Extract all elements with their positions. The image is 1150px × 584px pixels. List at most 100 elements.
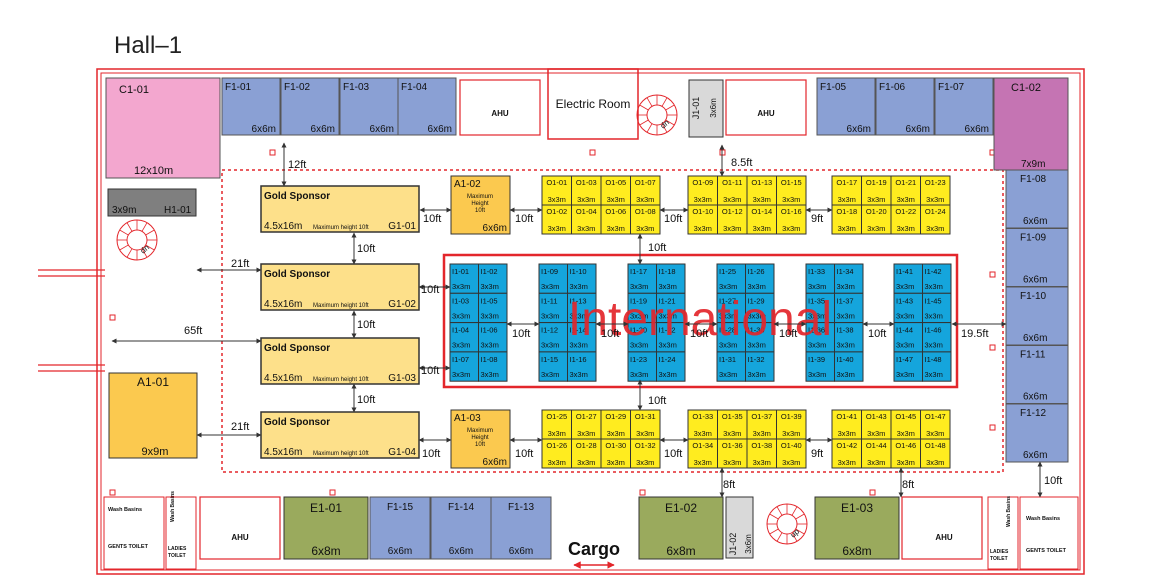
booth-size: 3x3m — [897, 195, 915, 204]
booth-size: 6x6m — [965, 124, 989, 135]
gold-sponsor-title: Gold Sponsor — [264, 417, 330, 428]
column-marker — [329, 489, 336, 496]
stair-tread — [646, 97, 653, 107]
stair-label: dn — [139, 243, 152, 256]
gold-id: G1-02 — [388, 299, 416, 310]
stair-tread — [119, 244, 129, 251]
electric-room — [547, 68, 639, 140]
booth-f1-15 — [369, 496, 431, 560]
booth-label: O1-40 — [781, 441, 802, 450]
booth-label: I1-03 — [452, 296, 469, 305]
booth-size: 3x3m — [577, 458, 595, 467]
booth-size: 3x3m — [896, 341, 914, 350]
booth-o — [717, 204, 748, 235]
booth-size: 3x3m — [925, 341, 943, 350]
booth-label: I1-30 — [748, 326, 765, 335]
gents-toilet-label: GENTS TOILET — [108, 544, 149, 550]
booth-size: 3x3m — [723, 429, 741, 438]
booth-label: I1-21 — [659, 296, 676, 305]
booth-o — [687, 438, 718, 469]
booth-label: I1-48 — [925, 355, 942, 364]
booth-size: 3x3m — [452, 311, 470, 320]
booth-i — [834, 322, 864, 353]
booth-f1-02 — [280, 77, 340, 136]
booth-f1-14 — [430, 496, 492, 560]
booth-size: 9x9m — [142, 446, 169, 458]
booth-size: 3x3m — [607, 458, 625, 467]
booth-label: I1-08 — [481, 355, 498, 364]
booth-size: 6x8m — [842, 544, 871, 558]
booth-size: 3x3m — [577, 224, 595, 233]
booth-label: O1-25 — [546, 412, 567, 421]
column-marker — [989, 424, 996, 431]
booth-label: O1-23 — [925, 178, 946, 187]
booth-o — [687, 204, 718, 235]
booth-o — [920, 438, 951, 469]
booth-f1-11 — [1005, 345, 1069, 404]
booth-label: O1-18 — [836, 207, 857, 216]
booth-i — [656, 322, 686, 353]
booth-i — [449, 263, 479, 294]
booth-size: 3x3m — [925, 370, 943, 379]
booth-size: 3x3m — [838, 458, 856, 467]
ladies-toilet-label: TOILET — [990, 556, 1008, 562]
booth-label: F1-10 — [1020, 291, 1047, 302]
booth-label: I1-29 — [748, 296, 765, 305]
booth-i — [745, 263, 775, 294]
gents-toilet-block — [1019, 496, 1079, 570]
booth-size: 3x3m — [694, 195, 712, 204]
wash-basins-label: Wash Basins — [1026, 516, 1060, 522]
booth-size: 3x3m — [838, 195, 856, 204]
booth-label: O1-43 — [866, 412, 887, 421]
booth-o — [890, 438, 921, 469]
booth-label: I1-45 — [925, 296, 942, 305]
booth-size: 3x3m — [838, 429, 856, 438]
booth-i — [745, 351, 775, 382]
booth-label: A1-03 — [454, 413, 481, 424]
booth-label: O1-35 — [722, 412, 743, 421]
dim-label: 10ft — [357, 243, 375, 255]
gold-sponsor-title: Gold Sponsor — [264, 343, 330, 354]
booth-o — [600, 438, 631, 469]
booth-size: 6x8m — [311, 544, 340, 558]
booth-label: I1-31 — [719, 355, 736, 364]
hall-title: Hall–1 — [114, 32, 183, 59]
booth-label: I1-09 — [541, 267, 558, 276]
gold-note: Maximum height 10ft — [313, 303, 369, 309]
dim-label: 10ft — [868, 328, 886, 340]
booth-label: I1-28 — [719, 326, 736, 335]
booth-size: 3x3m — [897, 224, 915, 233]
booth-size: 3x3m — [636, 429, 654, 438]
booth-label: O1-02 — [546, 207, 567, 216]
booth-label: I1-36 — [808, 326, 825, 335]
column-marker — [869, 489, 876, 496]
booth-size: 3x3m — [723, 458, 741, 467]
booth-f1-01 — [221, 77, 281, 136]
booth-size: 3x3m — [897, 458, 915, 467]
gold-size: 4.5x16m — [264, 221, 302, 232]
booth-label: O1-13 — [751, 178, 772, 187]
booth-label: O1-12 — [722, 207, 743, 216]
booth-size: 3x3m — [570, 311, 588, 320]
international-zone — [442, 253, 959, 389]
column-marker — [109, 314, 116, 321]
booth-size: 3x3m — [925, 282, 943, 291]
booth-size: 3x6m — [744, 534, 753, 554]
booth-size: 3x3m — [630, 311, 648, 320]
booth-label: I1-16 — [570, 355, 587, 364]
ladies-toilet-block — [987, 496, 1019, 570]
booth-label: E1-02 — [665, 501, 697, 515]
booth-size: 3x3m — [838, 224, 856, 233]
booth-i — [893, 292, 923, 324]
booth-label: O1-29 — [605, 412, 626, 421]
gold-note: Maximum height 10ft — [313, 451, 369, 457]
booth-size: 3x3m — [481, 341, 499, 350]
dim-label: 10ft — [664, 213, 682, 225]
booth-o — [746, 204, 777, 235]
ahu-room — [459, 79, 541, 136]
booth-size: 6x6m — [1023, 275, 1047, 286]
booth-i — [893, 351, 923, 382]
booth-label: O1-38 — [751, 441, 772, 450]
booth-label: O1-28 — [576, 441, 597, 450]
stair-tread — [661, 97, 668, 107]
